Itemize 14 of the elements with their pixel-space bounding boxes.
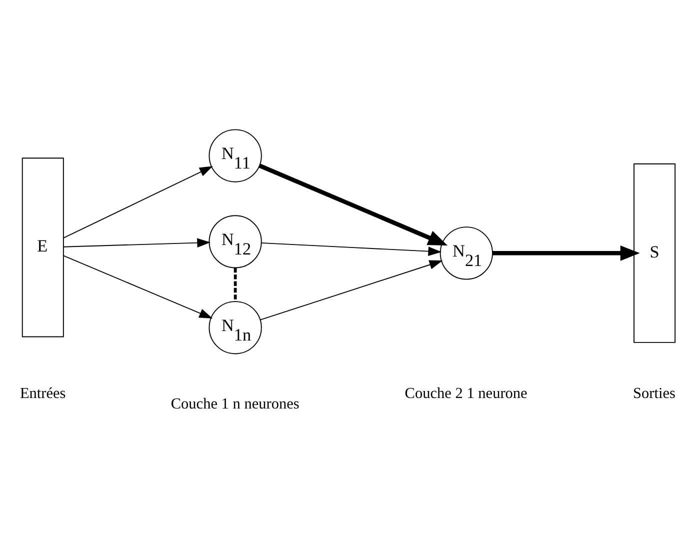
node-box: E: [22, 158, 64, 338]
arrow: [492, 245, 640, 261]
label: Sorties: [633, 385, 676, 402]
connector: [234, 268, 237, 302]
arrow: [260, 242, 442, 256]
node-box: S: [634, 163, 676, 343]
arrow: [63, 238, 211, 248]
label: Couche 1 n neurones: [170, 396, 300, 413]
label: Entrées: [20, 385, 66, 402]
arrow: [63, 255, 213, 318]
arrow: [260, 260, 443, 320]
arrow: [258, 164, 448, 246]
arrow: [63, 166, 213, 238]
label: Couche 2 1 neurone: [404, 385, 528, 402]
